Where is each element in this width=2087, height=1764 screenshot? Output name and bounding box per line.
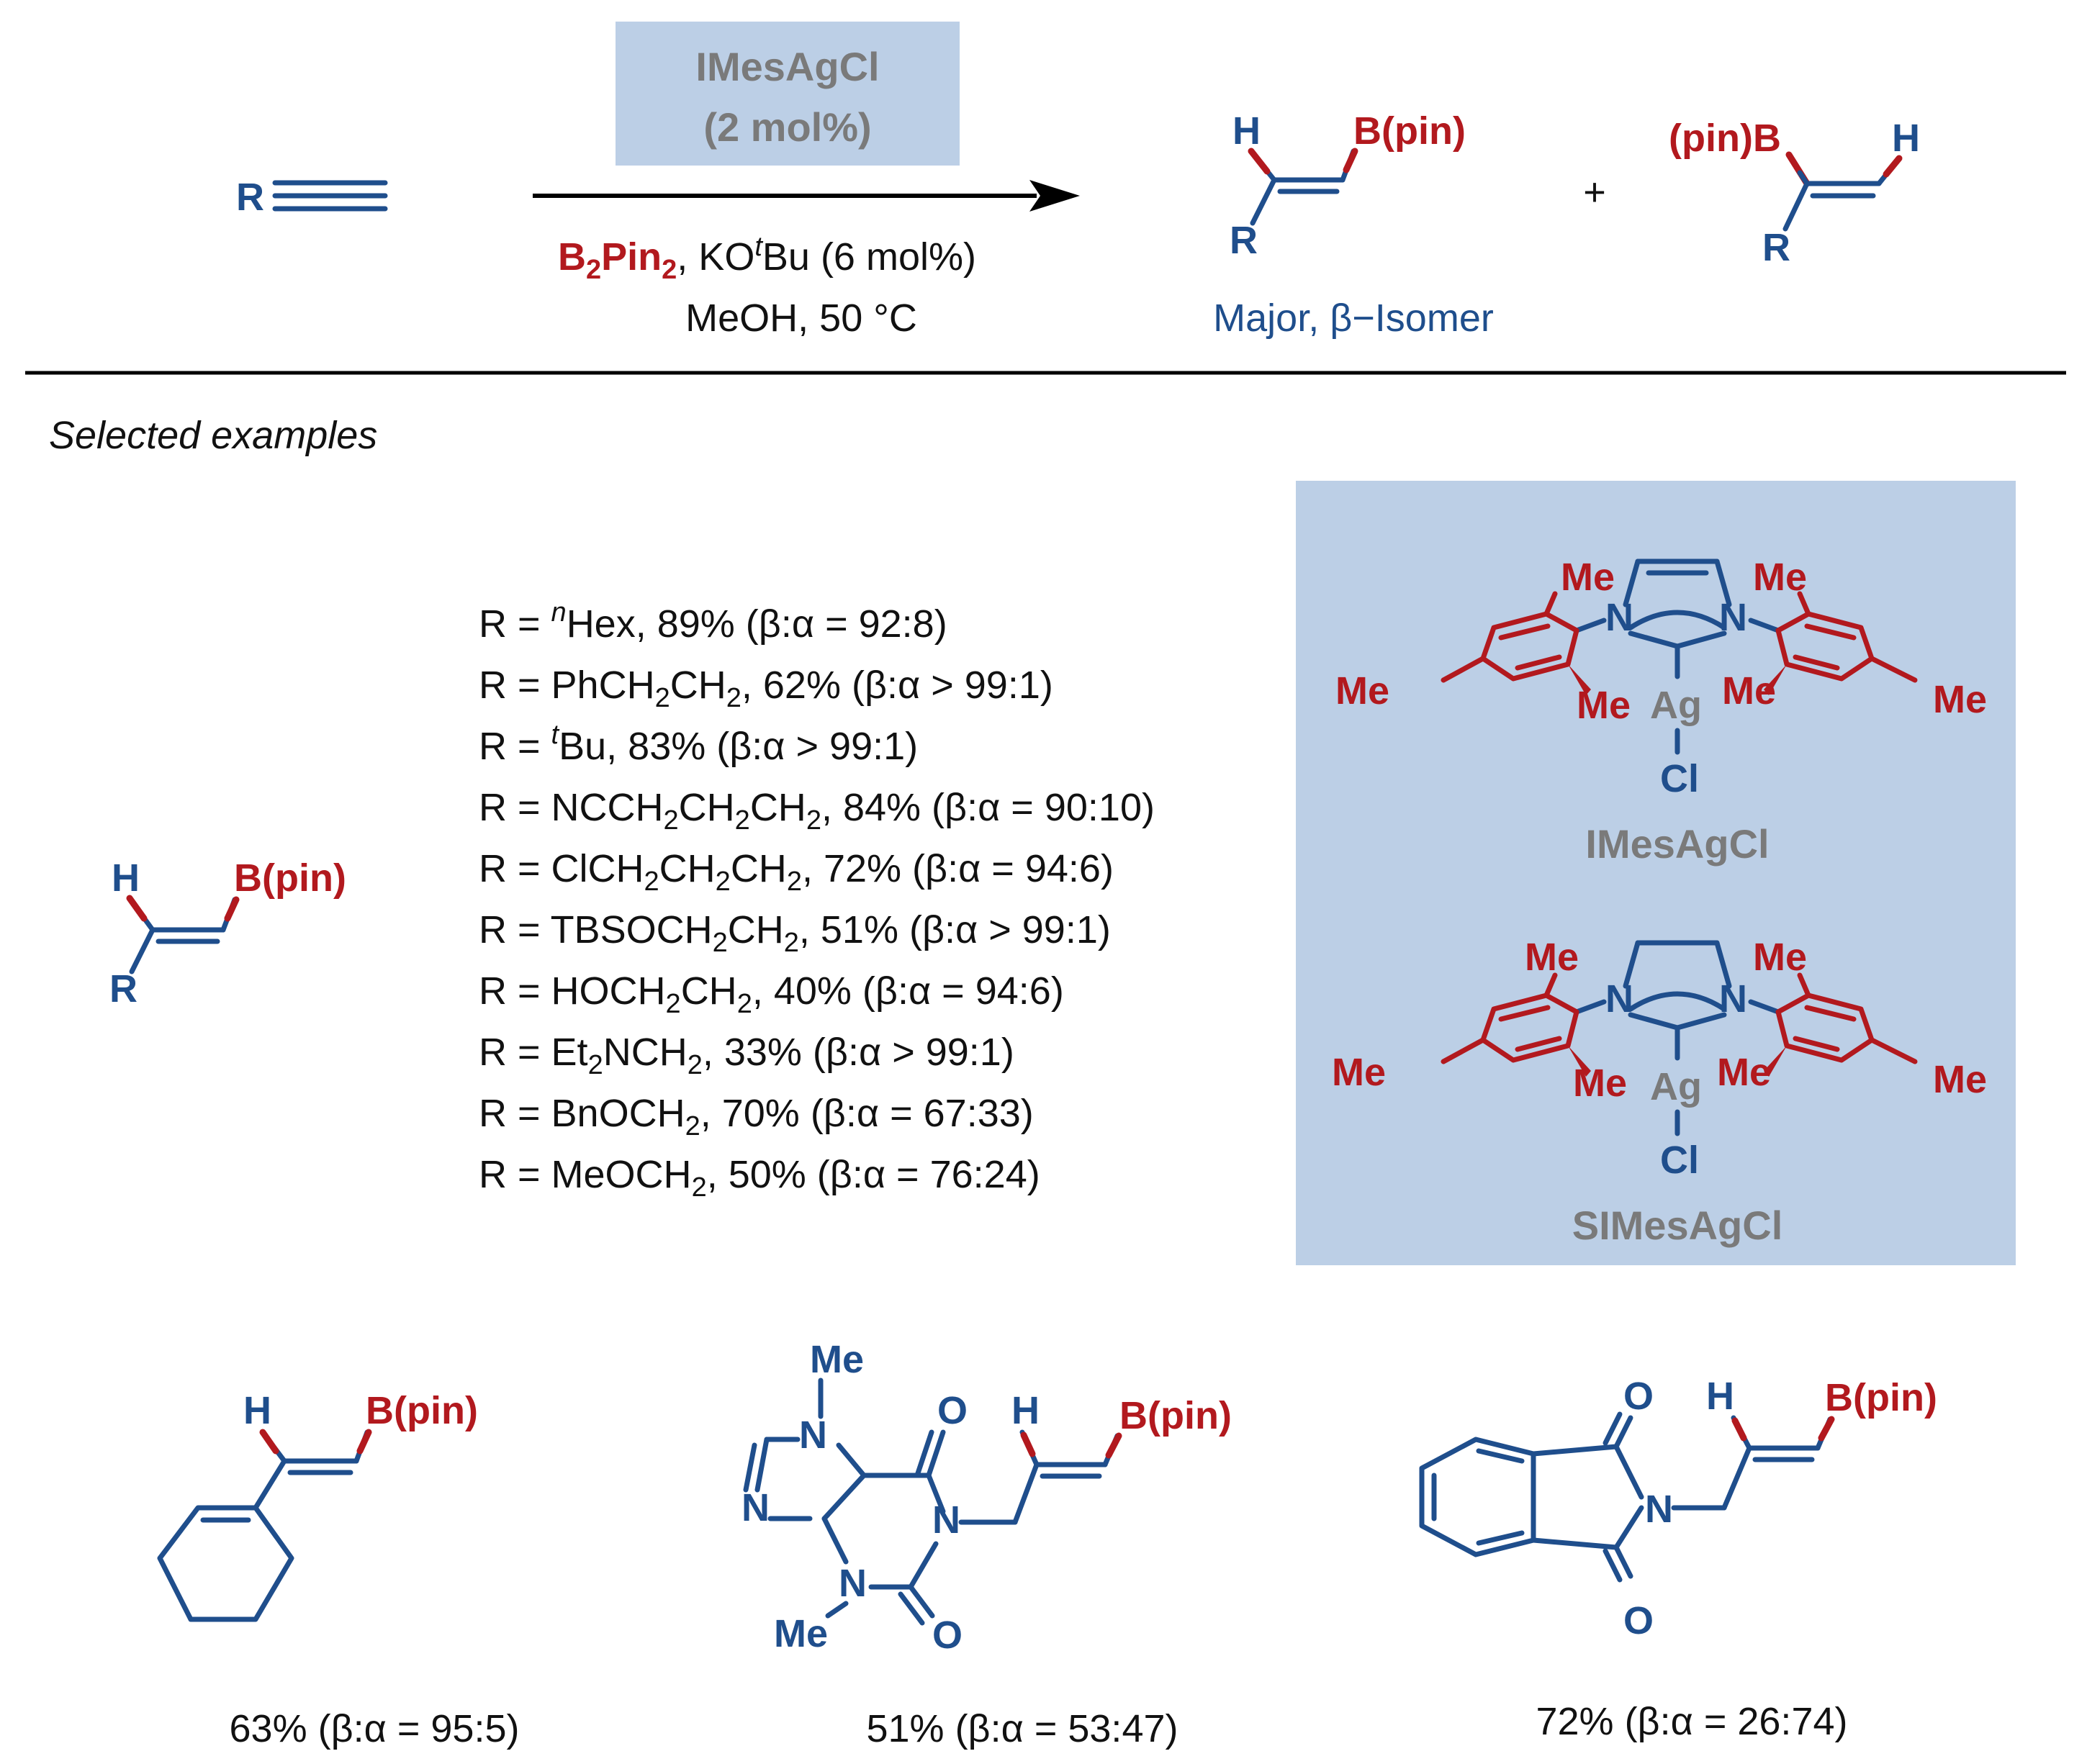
- bpin-label: B(pin): [1119, 1394, 1232, 1437]
- bpin-label: B(pin): [1825, 1376, 1937, 1419]
- alkyne-reactant: R: [236, 176, 388, 219]
- r-label: R: [1230, 219, 1258, 262]
- generic-product: H B(pin) R: [109, 856, 346, 1010]
- major-isomer-caption: Major, β−Isomer: [1213, 297, 1494, 340]
- example-cyclohexenyl: H B(pin): [157, 1389, 478, 1622]
- o-label: O: [932, 1614, 963, 1657]
- me-label: Me: [1525, 936, 1579, 979]
- substituent-row: R = tBu, 83% (β:α > 99:1): [479, 720, 918, 768]
- n-label: N: [1719, 977, 1747, 1021]
- substituent-row: R = NCCH2CH2CH2, 84% (β:α = 90:10): [479, 786, 1155, 836]
- o-label: O: [1623, 1375, 1654, 1418]
- me-label: Me: [1753, 936, 1807, 979]
- me-label: Me: [810, 1338, 864, 1381]
- example-phthalimide: O O N H B(pin): [1419, 1375, 1937, 1642]
- plus-sign: +: [1583, 171, 1606, 214]
- cl-label: Cl: [1660, 1139, 1699, 1182]
- substituent-row: R = ClCH2CH2CH2, 72% (β:α = 94:6): [479, 847, 1114, 897]
- substituent-row: R = MeOCH2, 50% (β:α = 76:24): [479, 1153, 1040, 1203]
- substituent-row: R = TBSOCH2CH2, 51% (β:α > 99:1): [479, 908, 1111, 958]
- bpin-label: B(pin): [234, 856, 346, 900]
- r-label: R: [109, 967, 138, 1010]
- n-label: N: [1719, 596, 1747, 639]
- example-yield-2: 51% (β:α = 53:47): [866, 1707, 1178, 1750]
- simes-ag-cl-structure: N N Ag Cl Me Me Me Me Me Me: [1332, 936, 1987, 1182]
- catalyst-name-simes: SIMesAgCl: [1572, 1203, 1783, 1248]
- conditions-line1: B2Pin2, KOtBu (6 mol%): [558, 232, 976, 285]
- me-label: Me: [1577, 684, 1631, 727]
- n-label: N: [839, 1562, 867, 1605]
- catalyst-box-loading: (2 mol%): [703, 104, 871, 150]
- conditions-line2: MeOH, 50 °C: [685, 297, 917, 340]
- n-label: N: [1645, 1488, 1673, 1531]
- bpin-label: B(pin): [366, 1389, 478, 1432]
- ag-label: Ag: [1650, 684, 1702, 727]
- h-label: H: [243, 1389, 271, 1432]
- substituent-row: R = HOCH2CH2, 40% (β:α = 94:6): [479, 969, 1064, 1019]
- example-yield-1: 63% (β:α = 95:5): [230, 1707, 520, 1750]
- me-label: Me: [1561, 556, 1615, 599]
- n-label: N: [799, 1414, 827, 1457]
- me-label: Me: [1933, 678, 1987, 721]
- me-label: Me: [1335, 669, 1389, 713]
- me-label: Me: [1717, 1051, 1771, 1094]
- r-label: R: [236, 176, 264, 219]
- imes-ag-cl-structure: N N Ag Cl Me Me Me Me Me Me: [1335, 556, 1987, 800]
- me-label: Me: [1332, 1051, 1386, 1094]
- me-label: Me: [1722, 669, 1776, 713]
- h-label: H: [1011, 1389, 1040, 1432]
- r-label: R: [1762, 226, 1790, 269]
- h-label: H: [1706, 1375, 1734, 1418]
- catalyst-box-name: IMesAgCl: [695, 44, 879, 89]
- h-label: H: [112, 856, 140, 900]
- minor-product: (pin)B H R: [1669, 117, 1920, 269]
- substituent-row: R = Et2NCH2, 33% (β:α > 99:1): [479, 1031, 1014, 1080]
- n-label: N: [1605, 596, 1633, 639]
- major-product: H B(pin) R: [1230, 109, 1466, 262]
- h-label: H: [1892, 117, 1920, 160]
- catalyst-box: [616, 22, 960, 166]
- h-label: H: [1232, 109, 1261, 153]
- me-label: Me: [1573, 1062, 1627, 1105]
- me-label: Me: [1753, 556, 1807, 599]
- o-label: O: [1623, 1599, 1654, 1642]
- bpin-label: B(pin): [1353, 109, 1466, 153]
- example-theobromine: Me N N N N O O Me H B(pin): [742, 1338, 1232, 1657]
- substituent-row: R = PhCH2CH2, 62% (β:α > 99:1): [479, 664, 1053, 713]
- substituent-row: R = BnOCH2, 70% (β:α = 67:33): [479, 1092, 1034, 1141]
- substituent-row: R = nHex, 89% (β:α = 92:8): [479, 597, 947, 646]
- n-label: N: [1605, 977, 1633, 1021]
- catalyst-name-imes: IMesAgCl: [1585, 821, 1769, 867]
- n-label: N: [932, 1498, 960, 1542]
- ag-label: Ag: [1650, 1065, 1702, 1108]
- substituent-list: R = nHex, 89% (β:α = 92:8) R = PhCH2CH2,…: [479, 597, 1155, 1203]
- me-label: Me: [774, 1612, 828, 1655]
- cl-label: Cl: [1660, 757, 1699, 800]
- arrow-head-icon: [1029, 180, 1080, 212]
- catalyst-panel: [1296, 481, 2016, 1265]
- n-label: N: [742, 1486, 770, 1529]
- o-label: O: [937, 1389, 968, 1432]
- me-label: Me: [1933, 1058, 1987, 1101]
- section-title: Selected examples: [49, 414, 377, 457]
- example-yield-3: 72% (β:α = 26:74): [1536, 1700, 1847, 1743]
- pinb-label: (pin)B: [1669, 117, 1781, 160]
